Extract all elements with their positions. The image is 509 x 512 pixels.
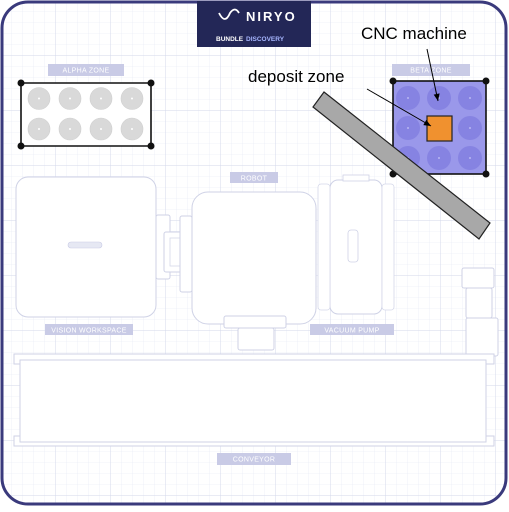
cnc-machine-annotation: CNC machine bbox=[361, 24, 467, 43]
alpha-zone: ALPHA ZONE bbox=[17, 64, 155, 150]
logo-line1: BUNDLE bbox=[216, 36, 244, 43]
vacuum-pump: VACUUM PUMP bbox=[310, 174, 395, 335]
logo-brand: NIRYO bbox=[246, 9, 297, 24]
annotation-arrows bbox=[366, 48, 440, 127]
vacuum-pump-label: VACUUM PUMP bbox=[324, 328, 379, 335]
beta-zone-label: BETA ZONE bbox=[410, 68, 451, 75]
robot-label-bg bbox=[230, 172, 278, 183]
cnc-machine-bar bbox=[312, 91, 491, 240]
deposit-zone-annotation: deposit zone bbox=[248, 67, 345, 86]
alpha-zone-label: ALPHA ZONE bbox=[63, 68, 110, 75]
conveyor-label: CONVEYOR bbox=[233, 457, 275, 464]
logo-line2: DISCOVERY bbox=[246, 36, 285, 43]
conveyor: CONVEYOR bbox=[13, 353, 495, 465]
deposit-zone-square bbox=[426, 115, 453, 142]
robot-base bbox=[163, 191, 317, 351]
niryo-logo: NIRYO BUNDLE DISCOVERY bbox=[197, 1, 311, 47]
beta-zone: BETA ZONE bbox=[389, 64, 490, 178]
robot-label: ROBOT bbox=[241, 176, 268, 183]
vision-workspace-label: VISION WORKSPACE bbox=[51, 328, 126, 335]
side-device bbox=[461, 267, 499, 357]
vision-workspace: VISION WORKSPACE bbox=[15, 176, 171, 335]
